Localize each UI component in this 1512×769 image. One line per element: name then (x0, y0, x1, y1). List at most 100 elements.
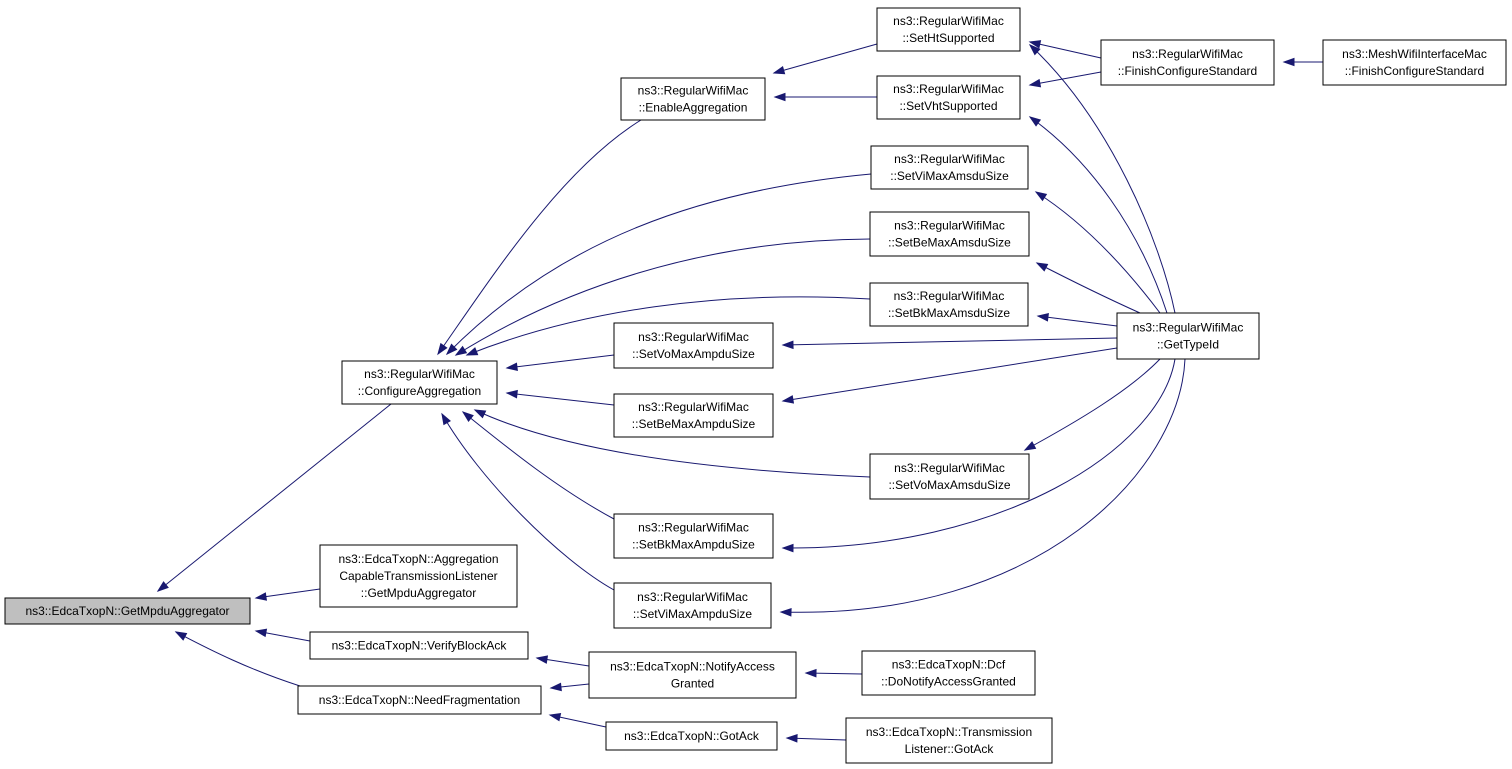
node-label-line: CapableTransmissionListener (339, 569, 497, 583)
node-box (613, 513, 774, 559)
node-setHtSupported[interactable]: ns3::RegularWifiMac::SetHtSupported (876, 7, 1021, 52)
edge-getTypeId-to-setViMaxAmsduSize (1034, 191, 1161, 314)
node-enableAggregation[interactable]: ns3::RegularWifiMac::EnableAggregation (620, 77, 766, 121)
node-label-line: ::SetViMaxAmsduSize (890, 169, 1009, 183)
node-label-line: ::SetVoMaxAmsduSize (888, 478, 1010, 492)
node-notifyAccessGranted[interactable]: ns3::EdcaTxopN::NotifyAccessGranted (588, 651, 797, 699)
node-label-line: ns3::RegularWifiMac (893, 14, 1004, 28)
node-label-line: ns3::RegularWifiMac (894, 289, 1005, 303)
node-setBkMaxAmsduSize[interactable]: ns3::RegularWifiMac::SetBkMaxAmsduSize (869, 282, 1029, 327)
edge-setBkMaxAmpduSize-to-configureAggregation (461, 411, 615, 520)
node-setVhtSupported[interactable]: ns3::RegularWifiMac::SetVhtSupported (876, 75, 1021, 120)
edge-getTypeId-to-setVoMaxAmsduSize (1023, 358, 1161, 451)
node-setVoMaxAmsduSize[interactable]: ns3::RegularWifiMac::SetVoMaxAmsduSize (869, 453, 1030, 500)
node-label-line: ::SetViMaxAmpduSize (633, 607, 752, 621)
edge-meshFinishConfigureStandard-to-finishConfigureStandard (1282, 57, 1323, 67)
node-dcfDoNotifyAccessGranted[interactable]: ns3::EdcaTxopN::Dcf::DoNotifyAccessGrant… (861, 650, 1036, 696)
edge-line (455, 238, 871, 356)
edge-arrowhead (445, 343, 458, 356)
node-setVoMaxAmpduSize[interactable]: ns3::RegularWifiMac::SetVoMaxAmpduSize (613, 322, 774, 369)
edge-arrowhead (1028, 116, 1042, 127)
edge-line (506, 392, 615, 406)
edge-arrowhead (465, 347, 479, 356)
edge-getTypeId-to-setHtSupported (1028, 43, 1176, 314)
node-label-line: ns3::RegularWifiMac (638, 400, 749, 414)
edge-line (175, 631, 301, 687)
node-label-line: ::DoNotifyAccessGranted (881, 675, 1016, 689)
edge-line (1036, 262, 1141, 314)
node-aggListenerGetMpdu[interactable]: ns3::EdcaTxopN::AggregationCapableTransm… (319, 544, 518, 608)
node-label-line: ns3::EdcaTxopN::VerifyBlockAck (332, 639, 508, 653)
edge-line (1035, 191, 1161, 314)
node-box (613, 582, 772, 629)
edge-line (782, 337, 1118, 346)
node-getTypeId[interactable]: ns3::RegularWifiMac::GetTypeId (1116, 312, 1260, 360)
node-box (861, 650, 1036, 696)
node-label-line: ns3::RegularWifiMac (893, 82, 1004, 96)
node-box (620, 77, 766, 121)
edge-dcfDoNotifyAccessGranted-to-notifyAccessGranted (804, 668, 863, 678)
node-needFragmentation[interactable]: ns3::EdcaTxopN::NeedFragmentation (297, 685, 542, 715)
node-label-line: ::ConfigureAggregation (358, 384, 481, 398)
edge-setVoMaxAmpduSize-to-configureAggregation (505, 354, 615, 372)
edge-needFragmentation-to-getMpduAggregator (174, 631, 301, 687)
node-box (869, 282, 1029, 327)
edge-setBeMaxAmsduSize-to-configureAggregation (454, 238, 871, 356)
node-box (869, 211, 1030, 257)
edge-arrowhead (473, 409, 487, 419)
node-label-line: ::FinishConfigureStandard (1118, 64, 1257, 78)
node-label-line: ns3::RegularWifiMac (894, 219, 1005, 233)
node-label-line: Listener::GotAck (905, 742, 995, 756)
node-label-line: ::SetBeMaxAmsduSize (888, 236, 1011, 250)
node-box (319, 544, 518, 608)
edge-arrowhead (1035, 262, 1049, 272)
node-box (613, 393, 774, 438)
edge-line (462, 411, 615, 520)
node-box (845, 717, 1053, 764)
node-gotAck[interactable]: ns3::EdcaTxopN::GotAck (605, 721, 778, 751)
edge-line (255, 588, 321, 599)
edge-arrowhead (773, 92, 786, 102)
node-label-line: ::GetMpduAggregator (361, 586, 476, 600)
node-setBeMaxAmpduSize[interactable]: ns3::RegularWifiMac::SetBeMaxAmpduSize (613, 393, 774, 438)
edges-layer (156, 40, 1323, 743)
edge-arrowhead (804, 668, 817, 678)
edge-arrowhead (781, 395, 795, 404)
node-label-line: ::FinishConfigureStandard (1345, 64, 1484, 78)
edge-arrowhead (254, 628, 268, 638)
node-label-line: ns3::RegularWifiMac (364, 367, 475, 381)
edge-arrowhead (1028, 40, 1042, 49)
node-setBkMaxAmpduSize[interactable]: ns3::RegularWifiMac::SetBkMaxAmpduSize (613, 513, 774, 559)
edge-arrowhead (505, 362, 518, 372)
node-label-line: ns3::RegularWifiMac (1133, 321, 1244, 335)
edge-line (780, 358, 1186, 613)
node-setViMaxAmpduSize[interactable]: ns3::RegularWifiMac::SetViMaxAmpduSize (613, 582, 772, 629)
edge-setVhtSupported-to-enableAggregation (773, 92, 877, 102)
node-box (588, 651, 797, 699)
node-box (613, 322, 774, 369)
node-label-line: ns3::RegularWifiMac (1132, 47, 1243, 61)
edge-getTypeId-to-setVhtSupported (1028, 116, 1168, 314)
node-setBeMaxAmsduSize[interactable]: ns3::RegularWifiMac::SetBeMaxAmsduSize (869, 211, 1030, 257)
edge-notifyAccessGranted-to-verifyBlockAck (535, 655, 590, 667)
node-box (341, 360, 498, 405)
node-label-line: ::SetBkMaxAmsduSize (888, 306, 1010, 320)
node-label-line: ns3::RegularWifiMac (894, 461, 1005, 475)
edge-arrowhead (454, 345, 468, 356)
node-configureAggregation[interactable]: ns3::RegularWifiMac::ConfigureAggregatio… (341, 360, 498, 405)
node-label-line: ns3::EdcaTxopN::Aggregation (338, 552, 498, 566)
edge-arrowhead (1028, 78, 1042, 88)
node-label-line: ns3::RegularWifiMac (638, 84, 749, 98)
edge-aggListenerGetMpdu-to-getMpduAggregator (254, 588, 321, 601)
node-finishConfigureStandard[interactable]: ns3::RegularWifiMac::FinishConfigureStan… (1100, 39, 1275, 86)
edge-setVoMaxAmsduSize-to-configureAggregation (473, 409, 871, 478)
node-transmissionListenerGotAck[interactable]: ns3::EdcaTxopN::TransmissionListener::Go… (845, 717, 1053, 764)
edge-line (1029, 71, 1102, 86)
node-setViMaxAmsduSize[interactable]: ns3::RegularWifiMac::SetViMaxAmsduSize (870, 145, 1029, 190)
edge-setViMaxAmpduSize-to-configureAggregation (441, 412, 615, 591)
node-verifyBlockAck[interactable]: ns3::EdcaTxopN::VerifyBlockAck (309, 631, 529, 660)
edge-line (157, 403, 392, 592)
node-label-line: ns3::EdcaTxopN::Transmission (866, 725, 1032, 739)
edge-arrowhead (1036, 313, 1049, 322)
node-meshFinishConfigureStandard[interactable]: ns3::MeshWifiInterfaceMac::FinishConfigu… (1322, 39, 1507, 86)
